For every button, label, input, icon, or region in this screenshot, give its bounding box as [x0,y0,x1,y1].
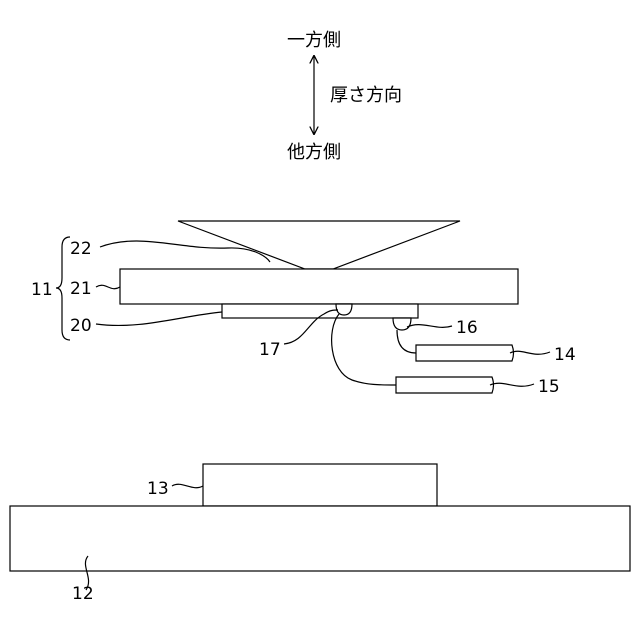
layer-22-cone [178,221,460,269]
label-15: 15 [538,377,560,397]
layer-21-plate [120,269,518,304]
label-13: 13 [147,479,169,499]
leader-15 [490,383,534,386]
label-17: 17 [259,340,281,360]
joint-16-bump [393,318,411,330]
base-12 [10,506,630,571]
leader-13 [172,484,203,487]
direction-top-label: 一方側 [287,30,341,51]
leader-20 [96,312,222,325]
group-11-brace [56,237,70,340]
block-13 [203,464,437,506]
leader-16 [407,325,452,328]
label-21: 21 [70,279,92,299]
label-20: 20 [70,316,92,336]
lead-14 [416,345,514,361]
leader-21 [96,285,120,288]
joint-17-bump [336,304,352,315]
label-12: 12 [72,584,94,604]
direction-axis-label: 厚さ方向 [330,85,402,106]
direction-bottom-label: 他方側 [287,142,341,163]
label-14: 14 [554,345,576,365]
label-11: 11 [31,280,53,300]
wire-16-to-14 [397,330,416,353]
wire-17-to-15 [332,314,396,385]
label-16: 16 [456,318,478,338]
label-22: 22 [70,239,92,259]
leader-14 [510,351,550,354]
lead-15 [396,377,494,393]
